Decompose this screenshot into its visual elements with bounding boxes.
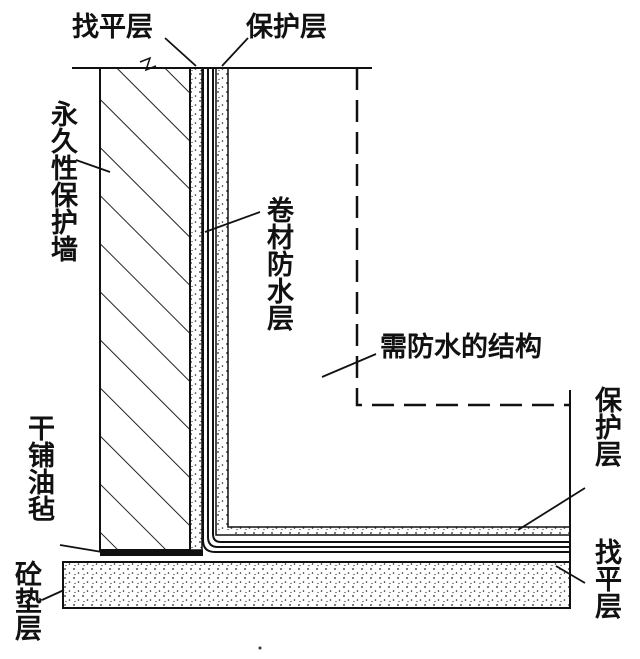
label-leveling-top: 找平层 bbox=[72, 12, 153, 43]
label-membrane: 卷材防水层 bbox=[262, 196, 293, 331]
leader-membrane bbox=[204, 211, 261, 233]
leader-dry-felt bbox=[59, 544, 109, 554]
label-leveling-right: 找平层 bbox=[590, 538, 621, 619]
membrane-line-1 bbox=[202, 68, 570, 553]
label-dry-felt: 干铺油毡 bbox=[23, 414, 54, 522]
vertical-leveling-layer bbox=[189, 67, 203, 551]
membrane-line-2 bbox=[207, 68, 570, 548]
label-concrete-base: 砼垫层 bbox=[10, 560, 41, 641]
leader-protect-top bbox=[221, 37, 249, 67]
label-protect-top: 保护层 bbox=[246, 12, 327, 43]
concrete-base bbox=[62, 561, 571, 609]
leader-leveling-top bbox=[164, 37, 197, 67]
label-structure: 需防水的结构 bbox=[380, 332, 542, 363]
structure-outline bbox=[355, 68, 570, 407]
leader-wall bbox=[75, 159, 111, 173]
label-permanent-wall: 永久性保护墙 bbox=[46, 100, 77, 262]
leader-concrete bbox=[41, 589, 65, 601]
leader-leveling-right bbox=[555, 565, 586, 584]
leader-protect-right bbox=[517, 487, 586, 531]
horizontal-protective-layer bbox=[228, 527, 570, 535]
label-protect-right: 保护层 bbox=[590, 386, 621, 467]
leader-structure bbox=[321, 353, 377, 378]
protective-wall bbox=[99, 67, 191, 551]
vertical-protective-layer bbox=[216, 68, 228, 530]
dry-felt bbox=[100, 550, 203, 556]
membrane-line-3 bbox=[212, 68, 570, 543]
